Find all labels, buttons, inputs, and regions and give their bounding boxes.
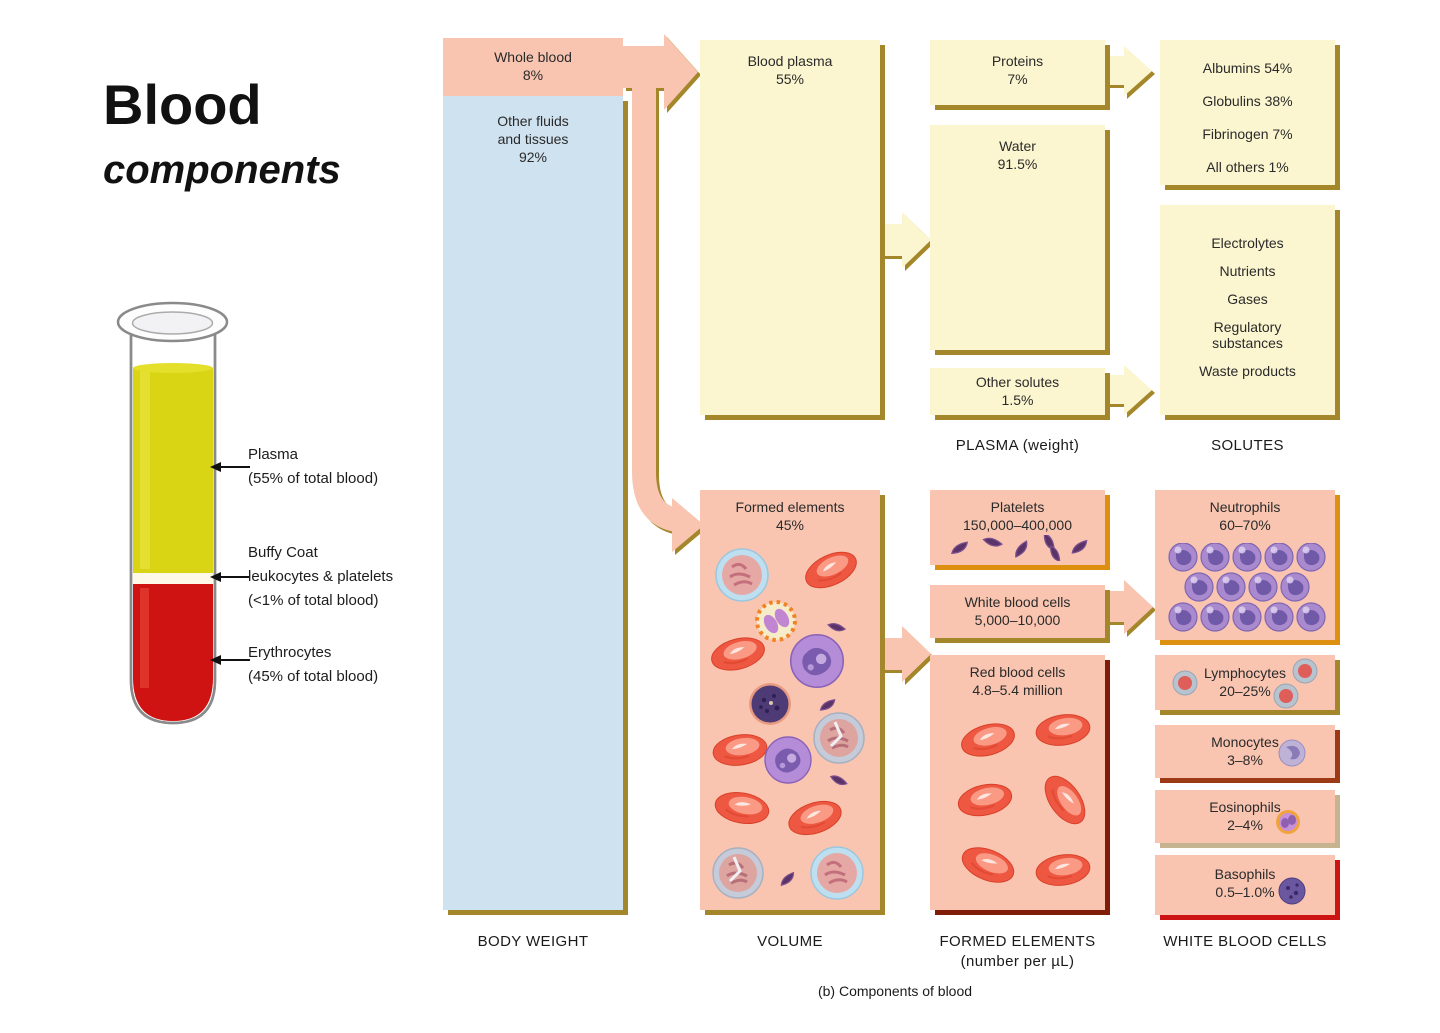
red-blood-cells-icon [954, 710, 1094, 891]
test-tube-illustration [116, 301, 229, 725]
platelets-cells-icon [949, 535, 1090, 561]
wbc-to-neutrophils-arrow [1098, 580, 1153, 634]
erythrocytes-pointer-icon [210, 655, 250, 665]
water-box: Water 91.5% [930, 125, 1105, 350]
tube-label-plasma: Plasma (55% of total blood) [248, 446, 379, 487]
figure-caption: (b) Components of blood [817, 983, 973, 999]
plasma-to-water-arrow [876, 212, 931, 268]
buffy-coat-pointer-icon [210, 572, 250, 582]
page-subtitle: components [103, 148, 341, 192]
other-solutes-box: Other solutes 1.5% [930, 368, 1105, 415]
body-weight-label: BODY WEIGHT [477, 933, 589, 950]
formed-to-rbc-arrow [876, 626, 931, 682]
solutes-label: SOLUTES [1211, 437, 1284, 454]
proteins-to-solutes-arrow [1098, 46, 1152, 96]
plasma-weight-label: PLASMA (weight) [955, 437, 1080, 454]
formed-elements-sublabel: (number per µL) [960, 953, 1075, 970]
page-title: Blood [103, 73, 262, 136]
volume-label: VOLUME [757, 933, 823, 950]
neutrophils-cells-icon [1168, 543, 1326, 632]
formed-elements-cells-icon [707, 543, 866, 901]
lymphocytes-box: Lymphocytes 20–25% [1155, 655, 1335, 710]
whole-blood-box: Whole blood 8% [443, 38, 623, 96]
formed-elements-label: FORMED ELEMENTS [939, 933, 1096, 950]
other-solutes-list-box: Electrolytes Nutrients Gases Regulatory … [1160, 205, 1335, 415]
white-blood-cells-label: WHITE BLOOD CELLS [1163, 933, 1327, 950]
plasma-pointer-icon [210, 462, 250, 472]
plasma-proteins-list-box: Albumins 54% Globulins 38% Fibrinogen 7%… [1160, 40, 1335, 185]
tube-label-buffy-coat: Buffy Coat leukocytes & platelets (<1% o… [248, 544, 394, 609]
proteins-box: Proteins 7% [930, 40, 1105, 105]
white-blood-cells-count-box: White blood cells 5,000–10,000 [930, 585, 1105, 638]
tube-label-erythrocytes: Erythrocytes (45% of total blood) [248, 644, 379, 685]
blood-plasma-box: Blood plasma 55% [700, 40, 880, 415]
other-solutes-arrow [1098, 365, 1152, 415]
eosinophils-box: Eosinophils 2–4% [1155, 790, 1335, 843]
other-fluids-box: Other fluids and tissues 92% [443, 96, 623, 910]
basophils-box: Basophils 0.5–1.0% [1155, 855, 1335, 915]
whole-blood-branch-arrow [623, 34, 704, 552]
monocytes-box: Monocytes 3–8% [1155, 725, 1335, 778]
